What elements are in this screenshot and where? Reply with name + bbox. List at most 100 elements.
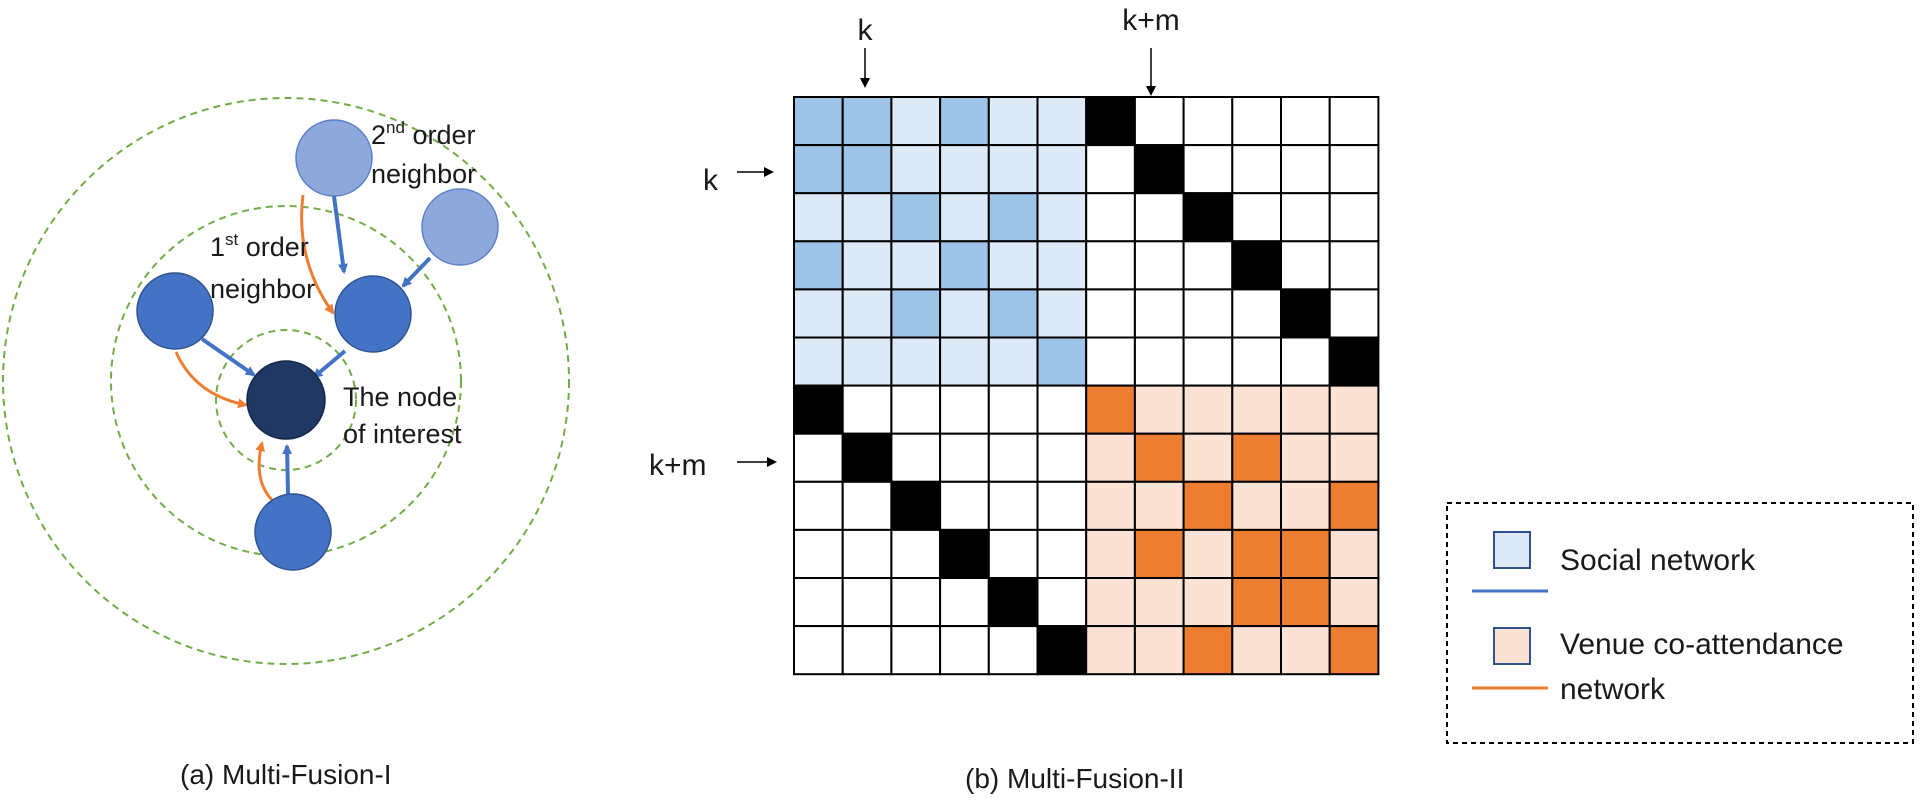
caption-a: (a) Multi-Fusion-I	[180, 759, 392, 790]
matrix-cell-social	[1036, 192, 1088, 243]
matrix-cell-social	[1036, 144, 1088, 195]
matrix-cell-empty	[1231, 288, 1283, 339]
matrix-cell-social	[939, 192, 990, 243]
matrix-cell-empty	[890, 528, 942, 580]
matrix-cell-venue	[1133, 480, 1185, 531]
matrix-cell-empty	[1280, 336, 1331, 387]
matrix-cell-empty	[1133, 336, 1185, 387]
left-label-k: k	[703, 164, 719, 197]
matrix-cell-venue	[1280, 480, 1331, 531]
matrix-cell-empty	[987, 528, 1039, 580]
matrix-cell-empty	[1280, 192, 1331, 243]
matrix-cell-venue	[1328, 577, 1380, 628]
matrix-cell-empty	[1036, 528, 1088, 580]
matrix-cell-venue	[1182, 577, 1234, 628]
matrix-cell-venue-link	[1231, 528, 1283, 580]
matrix-cell-social	[793, 288, 844, 339]
first-order-node	[254, 493, 332, 571]
matrix-cell-identity	[1133, 144, 1185, 195]
venue-edge	[300, 194, 335, 315]
matrix-cell-empty	[793, 432, 844, 483]
matrix-cell-social	[1036, 96, 1088, 147]
social-edge	[312, 349, 347, 379]
matrix-cell-empty	[793, 577, 844, 628]
matrix-cell-empty	[1231, 96, 1283, 147]
matrix-cell-venue	[1085, 480, 1136, 531]
matrix-cell-venue	[1085, 528, 1136, 580]
matrix-cell-empty	[1231, 192, 1283, 243]
matrix-cell-empty	[987, 432, 1039, 483]
matrix-cell-empty	[1328, 96, 1380, 147]
matrix-cell-empty	[793, 625, 844, 676]
second-order-label-line2: neighbor	[371, 159, 476, 189]
panel-a: 2nd order neighbor 1st order neighbor Th…	[2, 97, 570, 790]
matrix-cell-social-link	[890, 288, 942, 339]
matrix-cell-empty	[939, 480, 990, 531]
middle-ring	[110, 205, 462, 557]
top-label-km: k+m	[1122, 4, 1180, 37]
matrix-cell-empty	[841, 577, 893, 628]
matrix-cell-identity	[987, 577, 1039, 628]
legend: Social network Venue co-attendance netwo…	[1446, 502, 1914, 744]
matrix-cell-venue	[1328, 528, 1380, 580]
matrix-cell-empty	[890, 577, 942, 628]
matrix-cell-venue-link	[1328, 625, 1380, 676]
matrix-cell-empty	[1182, 336, 1234, 387]
matrix-cell-social	[939, 144, 990, 195]
matrix-cell-empty	[1231, 144, 1283, 195]
matrix-cell-identity	[1231, 240, 1283, 291]
matrix-cell-empty	[890, 625, 942, 676]
matrix-cell-empty	[793, 480, 844, 531]
matrix-cell-venue	[1133, 625, 1185, 676]
matrix-cell-empty	[1085, 336, 1136, 387]
social-edge	[282, 444, 293, 495]
matrix-cell-venue-link	[1182, 625, 1234, 676]
matrix-cell-empty	[1085, 288, 1136, 339]
legend-social-label: Social network	[1560, 544, 1756, 577]
matrix-cell-social-link	[841, 144, 893, 195]
matrix-cell-venue	[1085, 625, 1136, 676]
matrix-cell-venue-link	[1280, 528, 1331, 580]
matrix-cell-empty	[987, 480, 1039, 531]
matrix-cell-social-link	[890, 192, 942, 243]
matrix-cell-empty	[1085, 192, 1136, 243]
matrix-cell-empty	[1328, 144, 1380, 195]
matrix-cell-empty	[1182, 96, 1234, 147]
matrix-cell-empty	[987, 384, 1039, 435]
matrix-cell-empty	[841, 625, 893, 676]
matrix-cell-social	[890, 96, 942, 147]
matrix-cell-social	[841, 240, 893, 291]
matrix-cell-venue-link	[1231, 577, 1283, 628]
matrix-cell-venue-link	[1133, 432, 1185, 483]
matrix-cell-venue	[1085, 577, 1136, 628]
matrix-cell-empty	[841, 480, 893, 531]
matrix-cell-empty	[1182, 144, 1234, 195]
matrix-cell-social	[841, 336, 893, 387]
matrix-cell-empty	[1328, 240, 1380, 291]
first-order-node	[136, 272, 214, 350]
matrix-cell-empty	[1280, 240, 1331, 291]
matrix-cell-empty	[793, 528, 844, 580]
first-order-sup: st	[225, 230, 239, 249]
second-order-sup: nd	[386, 118, 405, 137]
first-order-rest: order	[238, 232, 309, 262]
venue-edge	[174, 351, 248, 409]
matrix-cell-social	[1036, 240, 1088, 291]
matrix-cell-social	[987, 96, 1039, 147]
matrix-cell-social-link	[793, 96, 844, 147]
first-order-label: 1st order	[210, 230, 309, 262]
top-label-k: k	[858, 14, 874, 47]
social-edge	[200, 337, 256, 377]
node-of-interest	[246, 360, 326, 440]
matrix-cell-venue	[1182, 528, 1234, 580]
matrix-cell-empty	[939, 432, 990, 483]
matrix-cell-empty	[1280, 96, 1331, 147]
venue-edge	[255, 441, 274, 502]
matrix-cell-empty	[1036, 384, 1088, 435]
matrix-cell-empty	[1328, 288, 1380, 339]
second-order-label: 2nd order	[371, 118, 476, 150]
outer-ring	[2, 97, 570, 665]
matrix-cell-venue	[1328, 384, 1380, 435]
matrix-cell-empty	[1036, 577, 1088, 628]
